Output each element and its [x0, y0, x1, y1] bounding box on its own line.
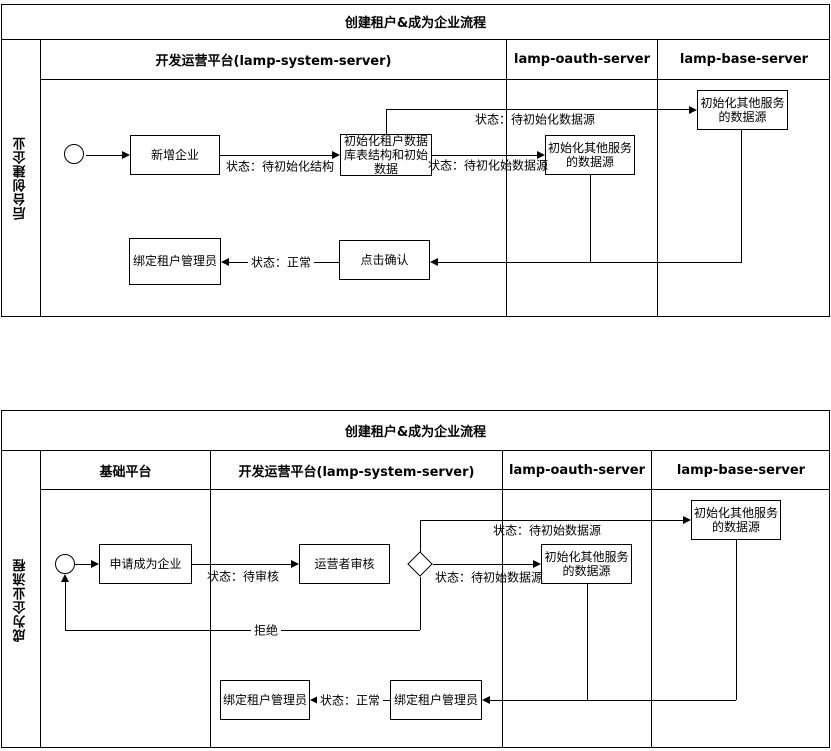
task-click-confirm: 点击确认 [339, 240, 430, 280]
lane-strip-border-1 [40, 39, 41, 317]
arrowhead-left [482, 696, 490, 704]
flow-line [741, 130, 742, 262]
arrowhead-left [430, 258, 438, 266]
task-init-other-base-2: 初始化其他服务的数据源 [691, 500, 781, 540]
column-border-1b [657, 39, 658, 317]
column-header-base-1: lamp-base-server [679, 52, 809, 67]
column-header-oauth-2: lamp-oauth-server [509, 462, 645, 478]
task-init-other-oauth-2: 初始化其他服务的数据源 [541, 544, 632, 584]
flow-line [490, 700, 736, 701]
edge-label-reject: 拒绝 [250, 621, 282, 639]
arrowhead-right [533, 560, 541, 568]
lane-label-2: 成为企业流程 [13, 558, 29, 642]
title-separator-1 [1, 39, 830, 40]
task-init-other-oauth-1: 初始化其他服务的数据源 [545, 135, 635, 175]
column-header-system-1: 开发运营平台(lamp-system-server) [155, 54, 392, 69]
flow-line [386, 109, 387, 134]
lane-label-1: 后台创建企业 [13, 136, 29, 220]
column-border-1a [506, 39, 507, 317]
task-init-tenant-db: 初始化租户数据库表结构和初始数据 [340, 134, 432, 176]
task-apply-enterprise: 申请成为企业 [99, 544, 192, 584]
arrowhead-right [689, 106, 697, 114]
edge-label-normal-1: 状态：正常 [247, 253, 315, 271]
flow-line [86, 155, 122, 156]
flow-line [220, 155, 332, 156]
arrowhead-right [291, 560, 299, 568]
column-border-2b [502, 450, 503, 748]
start-event-1 [64, 144, 84, 164]
edge-label-wait-datasource-oauth-2: 状态：待初始数据源 [434, 570, 544, 585]
column-header-base-2: lamp-base-server [676, 462, 806, 478]
edge-label-wait-datasource-base-2: 状态：待初始数据源 [492, 523, 602, 538]
flow-line [386, 109, 689, 110]
column-header-basic-2: 基础平台 [99, 464, 152, 480]
flow-line [75, 564, 91, 565]
flow-line [420, 520, 421, 552]
arrowhead-right [332, 151, 340, 159]
arrowhead-left [310, 696, 318, 704]
task-operator-review: 运营者审核 [299, 544, 390, 584]
flow-line [192, 564, 291, 565]
flow-line [420, 520, 683, 521]
header-separator-2 [40, 489, 830, 490]
pool-title-1: 创建租户&成为企业流程 [344, 16, 487, 31]
edge-label-wait-structure: 状态：待初始化结构 [225, 159, 335, 174]
task-add-enterprise: 新增企业 [130, 135, 220, 175]
arrowhead-right [91, 560, 99, 568]
flow-line [420, 577, 421, 630]
arrowhead-right [537, 151, 545, 159]
arrowhead-right [122, 151, 130, 159]
flow-line [590, 175, 591, 262]
column-header-system-2: 开发运营平台(lamp-system-server) [238, 464, 475, 480]
edge-label-wait-datasource-base-1: 状态：待初始化数据源 [474, 112, 596, 127]
flow-line [736, 540, 737, 700]
arrowhead-up [61, 574, 69, 582]
arrowhead-left [221, 258, 229, 266]
task-bind-admin-right: 绑定租户管理员 [390, 680, 482, 720]
flow-line [587, 584, 588, 700]
edge-label-normal-2: 状态：正常 [316, 691, 384, 709]
flow-line [433, 564, 533, 565]
edge-label-wait-review: 状态：待审核 [206, 569, 280, 584]
edge-label-wait-datasource-oauth-1: 状态：待初化始数据源 [427, 158, 549, 173]
title-separator-2 [1, 450, 830, 451]
arrowhead-right [683, 516, 691, 524]
task-bind-admin-left: 绑定租户管理员 [220, 680, 310, 720]
flow-line [438, 262, 742, 263]
lane-strip-border-2 [40, 450, 41, 748]
header-separator-1 [40, 79, 830, 80]
column-header-oauth-1: lamp-oauth-server [514, 52, 650, 67]
task-bind-admin-1: 绑定租户管理员 [129, 238, 221, 285]
pool-title-2: 创建租户&成为企业流程 [344, 424, 487, 440]
column-border-2a [210, 450, 211, 748]
flow-line [65, 582, 66, 630]
flow-line [65, 630, 420, 631]
column-border-2c [651, 450, 652, 748]
flow-line [432, 155, 537, 156]
task-init-other-base-1: 初始化其他服务的数据源 [697, 90, 788, 130]
start-event-2 [55, 554, 75, 574]
